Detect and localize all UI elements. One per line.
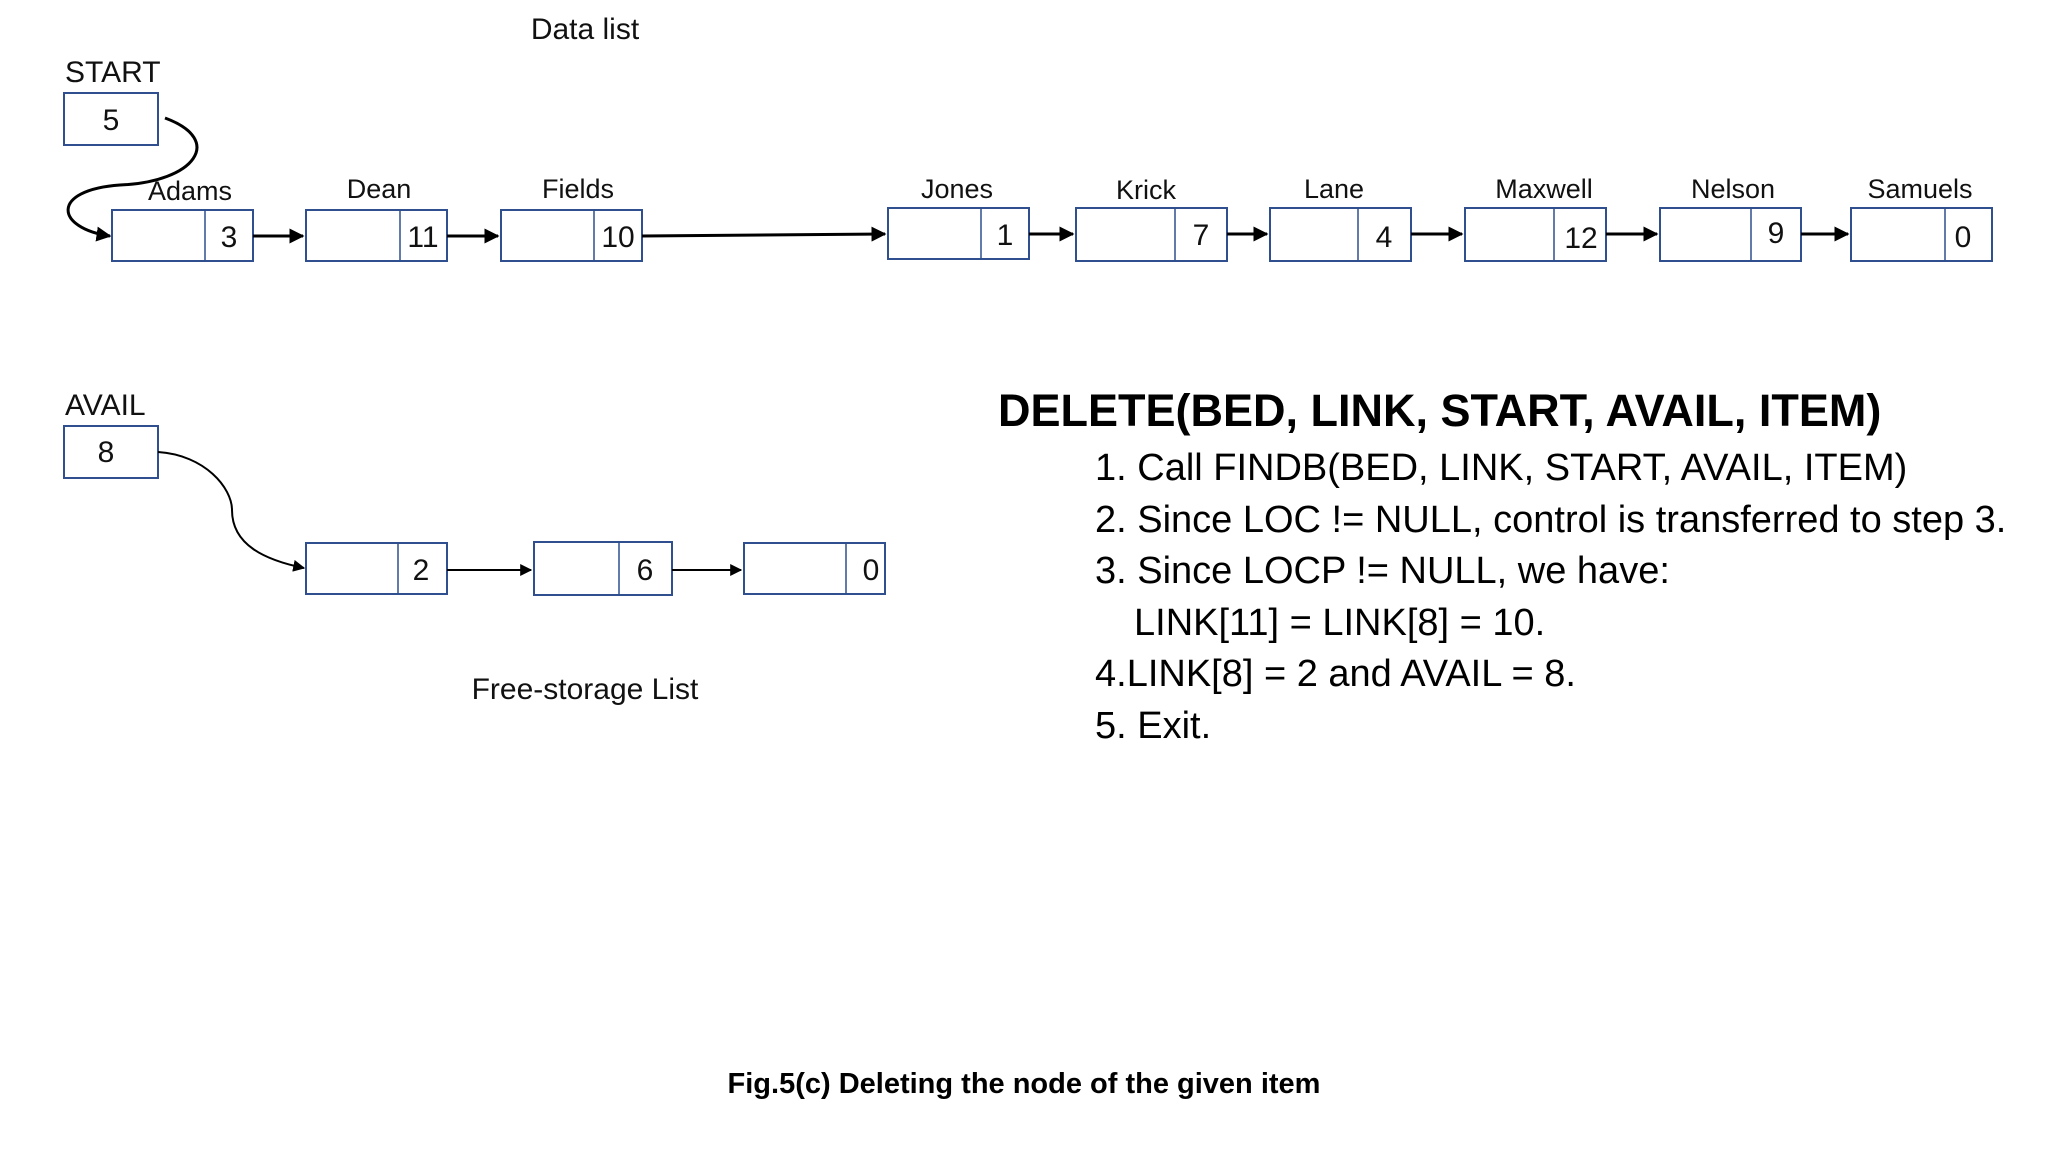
data-list-node: Samuels 0 xyxy=(1850,174,1993,262)
algorithm-step: 5. Exit. xyxy=(1095,704,1212,747)
free-list-title: Free-storage List xyxy=(472,673,699,706)
start-value: 5 xyxy=(103,104,120,137)
node-link: 1 xyxy=(997,219,1014,252)
data-list-node: Krick 7 xyxy=(1075,175,1228,262)
node-link: 2 xyxy=(413,554,430,587)
node-name: Samuels xyxy=(1867,174,1972,204)
avail-value: 8 xyxy=(98,436,115,469)
node-link: 11 xyxy=(407,221,438,254)
node-link: 7 xyxy=(1193,219,1210,252)
algorithm-step: 1. Call FINDB(BED, LINK, START, AVAIL, I… xyxy=(1095,447,1908,489)
node-name: Maxwell xyxy=(1495,174,1593,204)
data-list-node: Adams 3 xyxy=(111,176,254,262)
node-box xyxy=(1269,207,1412,262)
start-arrow xyxy=(66,116,199,242)
node-link: 10 xyxy=(601,221,634,254)
data-list-title: Data list xyxy=(531,13,640,46)
data-list-node: Dean 11 xyxy=(305,174,448,262)
node-name: Lane xyxy=(1304,174,1364,204)
free-list-node: 6 xyxy=(533,541,673,596)
algorithm-title: DELETE(BED, LINK, START, AVAIL, ITEM) xyxy=(998,385,1882,436)
node-name: Nelson xyxy=(1691,174,1775,204)
node-name: Krick xyxy=(1116,175,1176,205)
node-link: 3 xyxy=(221,221,238,254)
algorithm-steps: 1. Call FINDB(BED, LINK, START, AVAIL, I… xyxy=(1095,443,2006,752)
free-list-node: 0 xyxy=(743,542,886,595)
node-box xyxy=(533,541,673,596)
avail-pointer-box xyxy=(63,425,159,479)
node-name: Fields xyxy=(542,174,614,204)
figure-caption: Fig.5(c) Deleting the node of the given … xyxy=(727,1068,1321,1100)
node-link: 12 xyxy=(1564,222,1597,255)
link-arrow xyxy=(641,226,887,242)
node-box xyxy=(1464,207,1607,262)
data-list-node: Maxwell 12 xyxy=(1464,174,1607,262)
avail-label: AVAIL xyxy=(65,389,146,422)
node-box xyxy=(1075,207,1228,262)
algorithm-step: 3. Since LOCP != NULL, we have: xyxy=(1095,550,1670,592)
data-list-node: Fields 10 xyxy=(500,174,643,262)
node-box xyxy=(305,542,448,595)
node-box xyxy=(887,207,1030,260)
data-list-node: Lane 4 xyxy=(1269,174,1412,262)
node-name: Jones xyxy=(921,174,993,204)
node-name: Adams xyxy=(148,176,232,206)
node-box xyxy=(305,209,448,262)
data-list-node: Nelson 9 xyxy=(1659,174,1802,262)
node-link: 9 xyxy=(1768,217,1785,250)
node-box xyxy=(1659,207,1802,262)
start-pointer-box xyxy=(63,92,159,146)
node-box xyxy=(500,209,643,262)
data-list-node: Jones 1 xyxy=(887,174,1030,260)
avail-arrow xyxy=(157,451,306,572)
node-link: 6 xyxy=(637,554,654,587)
free-list-node: 2 xyxy=(305,542,448,595)
algorithm-step: 4.LINK[8] = 2 and AVAIL = 8. xyxy=(1095,653,1576,695)
node-box xyxy=(1850,207,1993,262)
node-link: 0 xyxy=(1955,221,1972,254)
node-name: Dean xyxy=(347,174,412,204)
node-box xyxy=(743,542,886,595)
start-label: START xyxy=(65,56,161,89)
algorithm-block: DELETE(BED, LINK, START, AVAIL, ITEM) 1.… xyxy=(998,385,2006,752)
node-link: 4 xyxy=(1376,221,1393,254)
node-link: 0 xyxy=(863,554,880,587)
algorithm-step: 2. Since LOC != NULL, control is transfe… xyxy=(1095,498,2007,541)
algorithm-step: LINK[11] = LINK[8] = 10. xyxy=(1134,601,1546,644)
